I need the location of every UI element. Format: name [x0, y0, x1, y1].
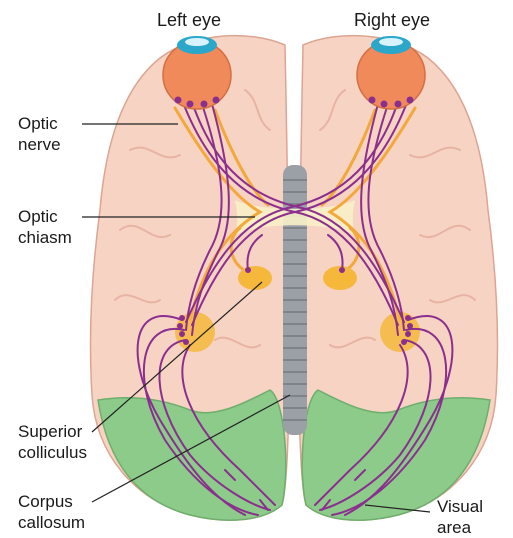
optic-nerve-label-line2: nerve [18, 134, 61, 155]
corpus-callosum-label-line1: Corpus [18, 491, 73, 512]
corpus-callosum-label-line2: callosum [18, 512, 85, 533]
right-eye-label: Right eye [354, 10, 430, 31]
superior-colliculus-left [238, 266, 272, 290]
optic-chiasm-label-line1: Optic [18, 206, 58, 227]
superior-colliculus-label-line1: Superior [18, 421, 82, 442]
optic-chiasm-label-line2: chiasm [18, 227, 72, 248]
left-eye-label: Left eye [157, 10, 221, 31]
visual-area-label-line1: Visual [437, 496, 483, 517]
superior-colliculus-label-line2: colliculus [18, 442, 87, 463]
optic-nerve-label-line1: Optic [18, 113, 58, 134]
visual-area-label-line2: area [437, 517, 471, 538]
